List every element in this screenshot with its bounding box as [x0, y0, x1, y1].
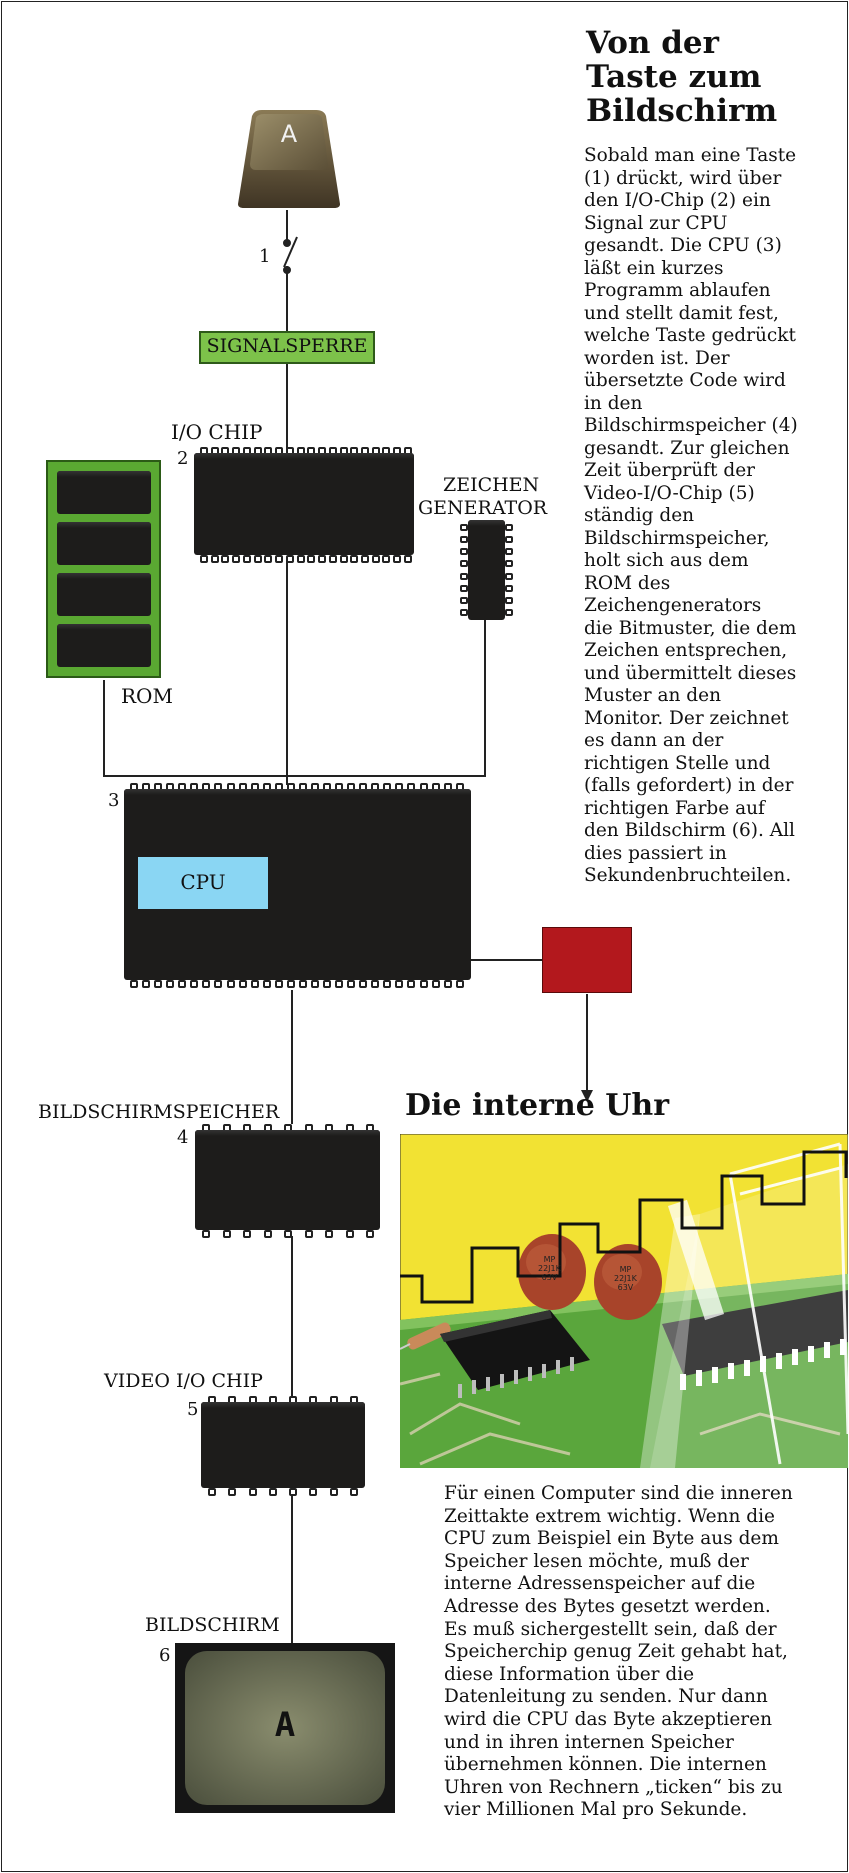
page-title: Von der Taste zum Bildschirm — [586, 26, 826, 128]
video-io-chip-label: VIDEO I/O CHIP — [104, 1370, 263, 1392]
bildschirm-label: BILDSCHIRM — [145, 1614, 280, 1636]
generator-label: GENERATOR — [418, 497, 547, 519]
screen-letter: A — [265, 1705, 305, 1745]
bildschirmspeicher-chip — [195, 1130, 380, 1230]
io-chip — [194, 453, 414, 555]
keycap-letter: A — [270, 120, 308, 148]
capacitor-1-marking: MP 22J1K 63V — [538, 1255, 561, 1282]
generator-pins-left — [460, 524, 468, 616]
number-6: 6 — [159, 1645, 170, 1666]
clock-illustration — [400, 1134, 848, 1468]
number-3: 3 — [108, 790, 119, 811]
generator-pins-right — [505, 524, 513, 616]
description-text: Sobald man eine Taste(1) drückt, wird üb… — [584, 145, 846, 888]
io-chip-pins-bottom — [200, 555, 412, 563]
capacitor-2-marking: MP 22J1K 63V — [614, 1265, 637, 1292]
bildschirmspeicher-label: BILDSCHIRMSPEICHER — [38, 1101, 279, 1123]
video-pins-bottom — [208, 1488, 358, 1496]
number-1: 1 — [259, 246, 270, 267]
zeichen-label: ZEICHEN — [443, 474, 539, 496]
number-5: 5 — [187, 1399, 198, 1420]
signalsperre-label: SIGNALSPERRE — [199, 335, 375, 357]
rom-chip-4 — [57, 624, 151, 667]
rom-chip-2 — [57, 522, 151, 565]
rom-label: ROM — [121, 684, 173, 708]
rom-chip-3 — [57, 573, 151, 616]
number-4: 4 — [177, 1127, 188, 1148]
clock-heading: Die interne Uhr — [405, 1088, 669, 1123]
video-io-chip — [201, 1402, 365, 1488]
cpu-label: CPU — [138, 870, 268, 894]
zeichen-generator-chip — [468, 520, 505, 620]
number-2: 2 — [177, 448, 188, 469]
io-chip-label: I/O CHIP — [171, 420, 263, 444]
speicher-pins-bottom — [202, 1230, 374, 1238]
rom-chip-1 — [57, 471, 151, 514]
clock-box — [542, 927, 632, 993]
cpu-pins-bottom — [130, 980, 464, 988]
